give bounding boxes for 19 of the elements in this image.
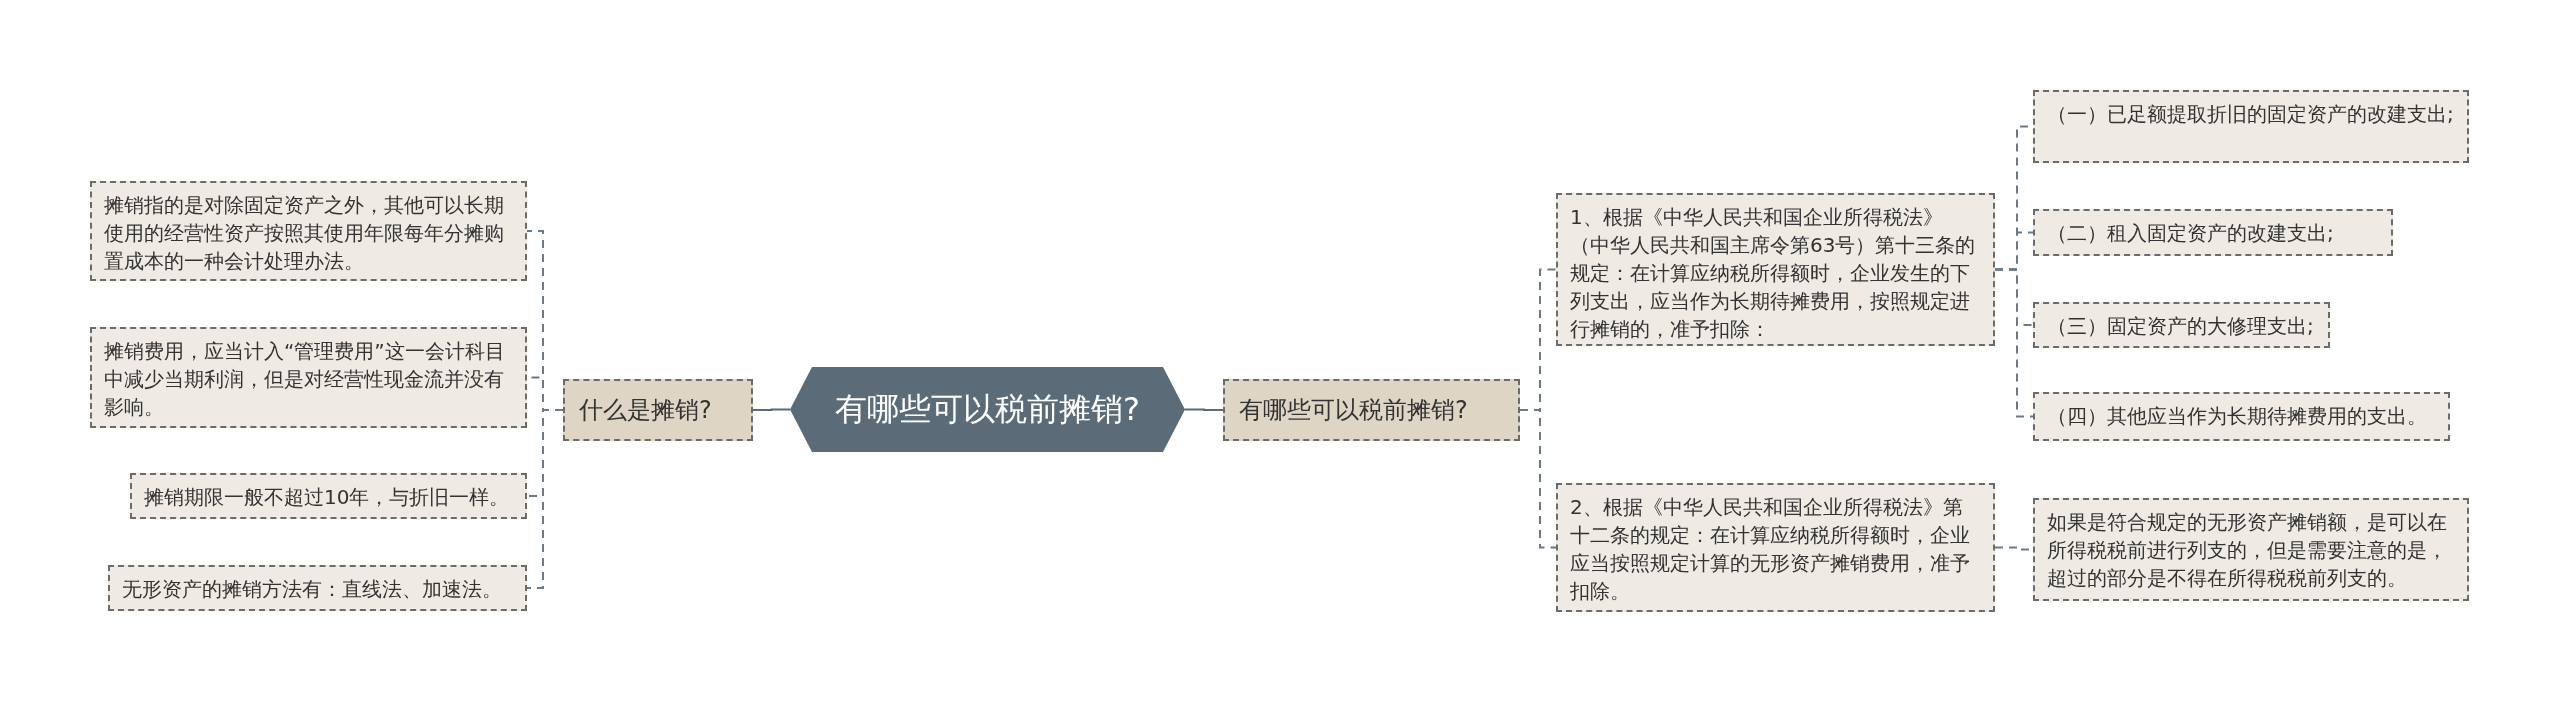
note-box: 无形资产的摊销方法有：直线法、加速法。 (108, 565, 527, 611)
note-box: （三）固定资产的大修理支出; (2033, 302, 2330, 348)
central-topic-hexagon: 有哪些可以税前摊销? (790, 367, 1185, 452)
connector-line (1184, 408, 1224, 411)
note-box: （四）其他应当作为长期待摊费用的支出。 (2033, 392, 2450, 441)
note-box: 摊销期限一般不超过10年，与折旧一样。 (130, 473, 527, 519)
topic-box: 什么是摊销? (563, 379, 753, 441)
note-box: 2、根据《中华人民共和国企业所得税法》第十二条的规定：在计算应纳税所得额时，企业应当按照规定计算的无形资产摊销费用，准予扣除。 (1556, 483, 1995, 612)
note-box: 摊销指的是对除固定资产之外，其他可以长期使用的经营性资产按照其使用年限每年分摊购置成本的一种会计处理办法。 (90, 181, 527, 281)
note-box: 1、根据《中华人民共和国企业所得税法》（中华人民共和国主席令第63号）第十三条的规定：在计算应纳税所得额时，企业发生的下列支出，应当作为长期待摊费用，按照规定进行摊销的，准予扣除： (1556, 193, 1995, 346)
note-box: （二）租入固定资产的改建支出; (2033, 209, 2393, 256)
connector-line (752, 408, 791, 411)
connector-line (1994, 268, 2034, 418)
note-box: 如果是符合规定的无形资产摊销额，是可以在所得税税前进行列支的，但是需要注意的是，超过的部分是不得在所得税税前列支的。 (2033, 498, 2469, 601)
topic-box: 有哪些可以税前摊销? (1223, 379, 1520, 441)
connector-line (526, 409, 564, 589)
connector-line (1519, 409, 1557, 549)
note-box: 摊销费用，应当计入“管理费用”这一会计科目中减少当期利润，但是对经营性现金流并没有影响。 (90, 327, 527, 428)
note-box: （一）已足额提取折旧的固定资产的改建支出; (2033, 90, 2469, 163)
